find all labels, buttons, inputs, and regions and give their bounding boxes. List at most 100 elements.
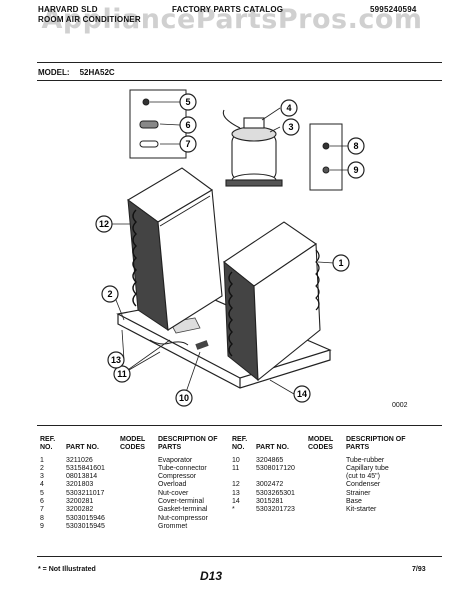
parts-table-left: REF. NO. PART NO. MODEL CODES DESCRIPTIO… (40, 436, 232, 531)
svg-text:3: 3 (288, 122, 293, 132)
svg-text:14: 14 (297, 389, 307, 399)
svg-text:11: 11 (117, 369, 127, 379)
model-code-cell (308, 473, 346, 481)
callout-9: 9 (347, 161, 365, 179)
model-code-cell (308, 481, 346, 489)
model-rule (37, 80, 442, 81)
ref-cell: 9 (40, 522, 44, 530)
ref-cell: 3 (40, 473, 44, 481)
callout-13: 13 (107, 351, 125, 369)
model-header: MODEL CODES (120, 436, 146, 452)
svg-text:5: 5 (185, 97, 190, 107)
callout-7: 7 (179, 135, 197, 153)
desc-header: DESCRIPTION OF PARTS (346, 436, 406, 452)
description-cell: (cut to 45") (346, 473, 380, 481)
part-number-cell: 3015281 (256, 498, 284, 506)
brand-line-2: ROOM AIR CONDITIONER (38, 15, 141, 24)
description-cell: Compressor (158, 473, 197, 481)
callout-2: 2 (101, 285, 119, 303)
svg-text:8: 8 (353, 141, 358, 151)
part-number-cell: 3200282 (66, 506, 94, 514)
compressor (222, 109, 283, 187)
model-code-cell (308, 490, 346, 498)
svg-text:6: 6 (185, 120, 190, 130)
table-row: (cut to 45") (232, 473, 428, 481)
revision-date: 7/93 (412, 566, 426, 573)
table-row: 6 3200281 Cover-terminal (40, 498, 232, 506)
ref-cell: 5 (40, 489, 44, 497)
model-code-cell (120, 515, 158, 523)
parts-table-right: REF. NO. PART NO. MODEL CODES DESCRIPTIO… (232, 436, 428, 515)
callout-3: 3 (282, 118, 300, 136)
description-cell: Kit-starter (346, 506, 377, 514)
watermark: AppliancePartsPros.com (41, 4, 423, 35)
ref-cell: * (232, 506, 235, 514)
table-row: 8 5303015946 Nut-compressor (40, 515, 232, 523)
header-rule (37, 62, 442, 63)
part-number-cell: 3200281 (66, 498, 94, 506)
model-code-cell (308, 506, 346, 514)
model-code-cell (120, 490, 158, 498)
part-number-cell: 3204865 (256, 456, 284, 464)
description-cell: Cover-terminal (158, 498, 204, 506)
svg-text:1: 1 (338, 258, 343, 268)
table-header-row: REF. NO. PART NO. MODEL CODES DESCRIPTIO… (232, 436, 428, 453)
model-code-cell (120, 498, 158, 506)
ref-cell: 7 (40, 506, 44, 514)
part-header: PART NO. (256, 444, 289, 452)
ref-cell: 11 (232, 464, 240, 472)
ref-header: REF. NO. (232, 436, 248, 452)
ref-cell: 4 (40, 481, 44, 489)
part-number-cell: 3002472 (256, 481, 284, 489)
model-code-cell (120, 481, 158, 489)
model-code-cell (308, 457, 346, 465)
table-header-row: REF. NO. PART NO. MODEL CODES DESCRIPTIO… (40, 436, 232, 453)
svg-text:7: 7 (185, 139, 190, 149)
model-code-cell (120, 457, 158, 465)
part-number-cell: 5303015946 (66, 514, 105, 522)
part-number-cell: 3201803 (66, 481, 94, 489)
catalog-number: 5995240594 (370, 5, 417, 14)
callout-4: 4 (280, 99, 298, 117)
svg-text:2: 2 (107, 289, 112, 299)
description-cell: Evaporator (158, 456, 193, 464)
callout-10: 10 (175, 389, 193, 407)
not-illustrated-note: * = Not Illustrated (38, 566, 96, 573)
description-cell: Nut-compressor (158, 514, 208, 522)
ref-cell: 12 (232, 481, 240, 489)
table-row: 3 08013814 Compressor (40, 473, 232, 481)
callout-6: 6 (179, 116, 197, 134)
ref-cell: 6 (40, 498, 44, 506)
part-number-cell: 5303211017 (66, 489, 105, 497)
condenser-coil (223, 221, 321, 382)
model-header: MODEL CODES (308, 436, 334, 452)
description-cell: Gasket-terminal (158, 506, 208, 514)
table-rule (37, 425, 442, 426)
model-label: MODEL: (38, 68, 70, 77)
model-code-cell (308, 465, 346, 473)
part-number-cell: 08013814 (66, 473, 98, 481)
part-header: PART NO. (66, 444, 99, 452)
svg-text:10: 10 (179, 393, 189, 403)
desc-header: DESCRIPTION OF PARTS (158, 436, 218, 452)
description-cell: Grommet (158, 522, 188, 530)
svg-text:9: 9 (353, 165, 358, 175)
table-row: 7 3200282 Gasket-terminal (40, 506, 232, 514)
description-cell: Capillary tube (346, 464, 389, 472)
description-cell: Nut-cover (158, 489, 189, 497)
terminal-parts (129, 89, 187, 159)
ref-cell: 10 (232, 456, 240, 464)
ref-cell: 1 (40, 456, 44, 464)
table-row: 5 5303211017 Nut-cover (40, 490, 232, 498)
description-cell: Strainer (346, 489, 371, 497)
ref-cell: 8 (40, 514, 44, 522)
evaporator-coil (127, 167, 223, 331)
